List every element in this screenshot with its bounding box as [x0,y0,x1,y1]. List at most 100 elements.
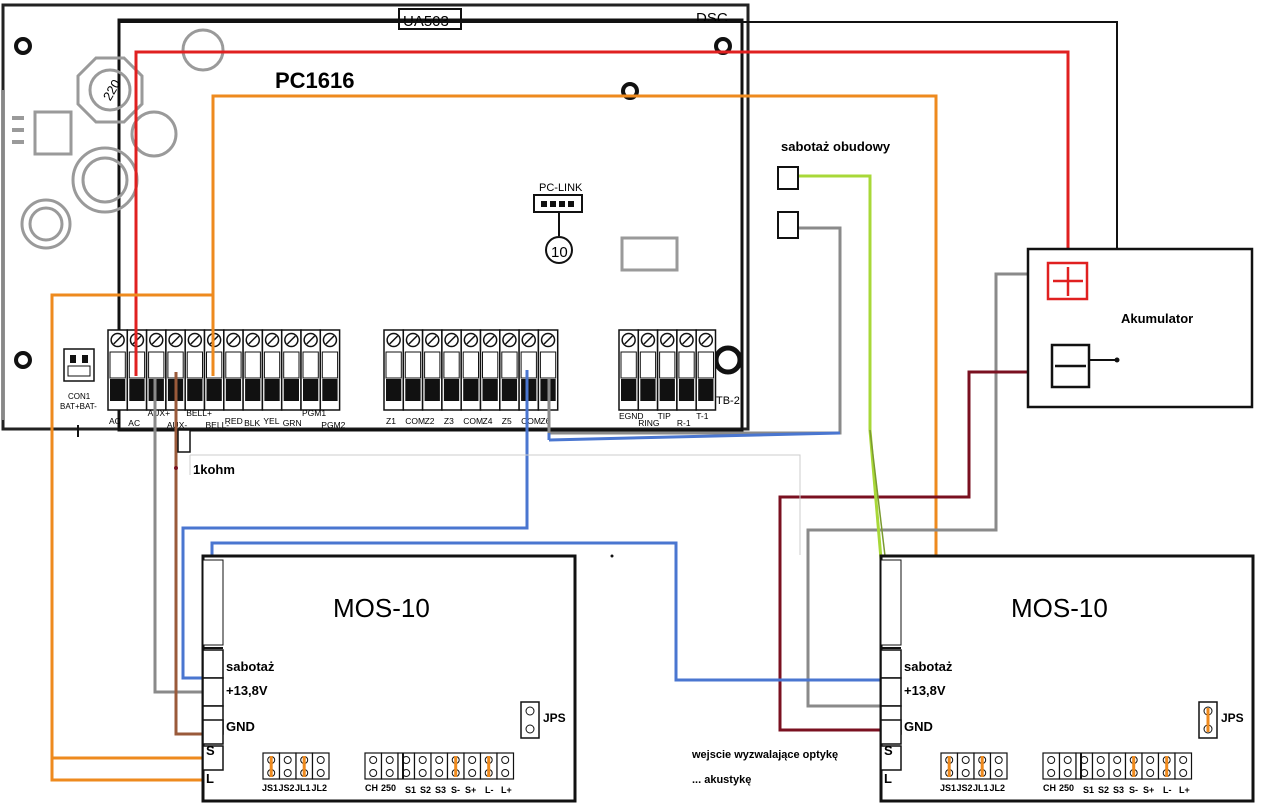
zone-terminal-3 [421,329,443,411]
zone-label-8: COM [521,416,541,426]
detector-terminal-label-3: GND [904,719,933,734]
con1-connector [63,348,95,382]
zone-label-5: COM [463,416,483,426]
jumper-headers-b [1042,752,1193,780]
zone-terminal-7 [499,329,520,411]
header-b-label-4: S2 [420,785,431,795]
header-a-label-1: JS1 [262,783,278,793]
phone-label-5: T-1 [696,411,709,421]
control-panel: 220 UA503 DSC PC1616 PC-LINK 10 CON1 [1,3,750,432]
header-a-label-4: JL2 [990,783,1006,793]
header-a-label-4: JL2 [312,783,328,793]
phone-terminal-5 [695,329,717,411]
header-b-label-2: 250 [381,783,396,793]
header-b-label-6: S- [451,785,460,795]
terminal-block-phone [618,329,717,411]
power-label-9: YEL [263,416,279,426]
zone-terminal-2 [402,329,424,411]
wire-brown-gnd [174,372,205,736]
header-b-label-7: S+ [1143,785,1154,795]
zone-terminal-8 [518,329,540,411]
power-terminal-9 [261,329,283,411]
mounting-holes [14,37,732,369]
battery-label: Akumulator [1121,311,1193,326]
note-optical: wejscie wyzwalające optykę [691,749,838,761]
zone-label-9: Z6 [540,416,550,426]
power-terminal-1 [107,329,129,411]
power-label-12: PGM2 [321,420,345,430]
tamper-label: sabotaż obudowy [781,139,891,154]
callout-circle [545,236,573,264]
tamper-contact-top [777,166,799,190]
battery: Akumulator [1026,247,1254,409]
power-label-2: AC [128,418,140,428]
header-b-label-2: 250 [1059,783,1074,793]
wire-red-battery-plus [134,50,1070,376]
terminal-block-power [107,329,341,411]
zone-label-2: COM [405,416,425,426]
wire-gray-right-aux [806,272,1030,708]
zone-label-6: Z4 [483,416,493,426]
header-b-label-1: CH [1043,783,1056,793]
phone-label-2: RING [638,418,659,428]
power-terminal-11 [300,329,322,411]
wire-blue-right-zone [210,541,880,682]
zone-label-4: Z3 [444,416,454,426]
phone-terminal-1 [618,329,640,411]
jumper-headers-a [940,752,1008,780]
wire-lime-tamper [798,174,892,666]
wire-orange-aux-plus [211,94,938,745]
header-b-label-8: L- [1163,785,1172,795]
panel-pcb-outline [117,18,744,432]
header-b-label-3: S1 [405,785,416,795]
wires [50,21,1118,792]
tb2-label: TB-2 [716,395,740,407]
pcb-components [20,28,679,272]
detector-terminal-strip [880,559,902,771]
detector-terminal-label-4: S [884,743,893,758]
jps-label: JPS [1221,711,1244,725]
header-a-label-2: JS2 [279,783,295,793]
jumper-headers-a [262,752,330,780]
power-terminal-3 [145,329,167,411]
power-terminal-8 [242,329,264,411]
header-b-label-1: CH [365,783,378,793]
detector-title: MOS-10 [1011,593,1108,623]
tamper-contact-bottom [777,211,799,239]
header-b-label-5: S3 [435,785,446,795]
wire-orange-left-l [50,293,213,782]
header-a-label-3: JL1 [295,783,311,793]
phone-terminal-2 [637,329,659,411]
detector-terminal-label-2: +13,8V [904,683,946,698]
header-a-label-1: JS1 [940,783,956,793]
header-b-label-8: L- [485,785,494,795]
header-b-label-4: S2 [1098,785,1109,795]
resistor-1kohm [174,429,191,470]
header-b-label-6: S- [1129,785,1138,795]
detector-terminal-label-2: +13,8V [226,683,268,698]
header-b-label-3: S1 [1083,785,1094,795]
power-terminal-5 [184,329,206,411]
jps-label: JPS [543,711,566,725]
part-box [398,8,462,30]
zone-label-1: Z1 [386,416,396,426]
header-a-label-3: JL1 [973,783,989,793]
zone-label-3: Z2 [425,416,435,426]
zone-terminal-6 [479,329,501,411]
power-terminal-10 [280,329,302,411]
header-b-label-9: L+ [1179,785,1190,795]
con1-label: CON1 [68,392,91,401]
phone-terminal-3 [656,329,678,411]
power-label-5: BELL+ [186,408,212,418]
power-label-6: BELL- [206,420,230,430]
phone-label-3: TIP [658,411,672,421]
header-b-label-7: S+ [465,785,476,795]
wire-gray-left-aux [153,378,220,694]
header-a-label-2: JS2 [957,783,973,793]
detector-terminal-strip [202,559,224,771]
detector-terminal-label-4: S [206,743,215,758]
zone-terminal-5 [460,329,482,411]
